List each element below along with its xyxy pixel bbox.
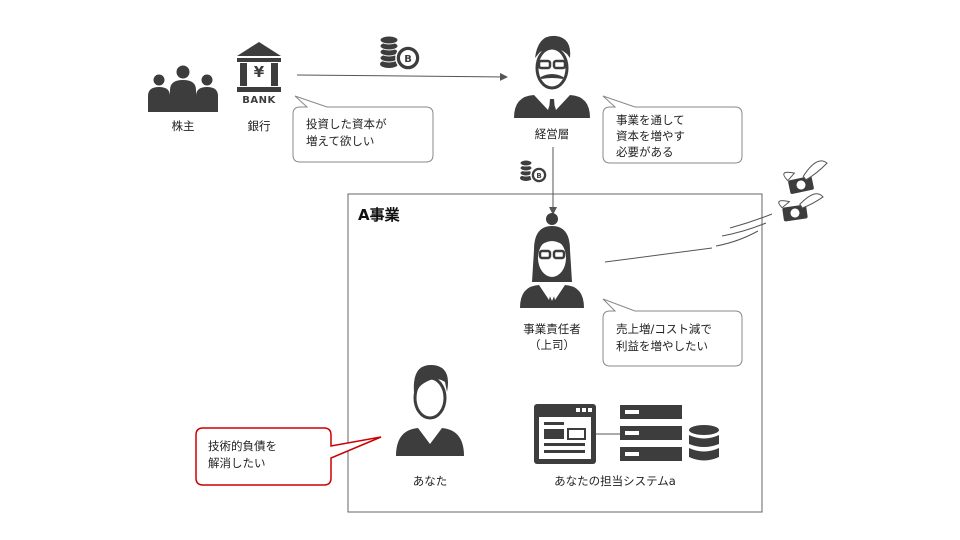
management-speech-bubble <box>602 95 743 164</box>
manager-man-icon <box>514 35 590 118</box>
management-label: 経営層 <box>534 127 570 141</box>
people-group-icon <box>148 65 218 112</box>
bank-icon <box>237 42 281 92</box>
bank-label: 銀行 <box>247 119 271 133</box>
lead-bubble-line-2: 利益を増やしたい <box>616 339 708 353</box>
bank-bubble-line-1: 投資した資本が <box>306 117 387 131</box>
bank-bubble-line-2: 増えて欲しい <box>306 134 375 148</box>
management-bubble-line-3: 必要がある <box>616 145 674 159</box>
lead-bubble-line-1: 売上増/コスト減で <box>616 322 712 336</box>
svg-text:B: B <box>404 54 412 65</box>
server-icon <box>620 405 682 461</box>
business-lead-label: 事業責任者 <box>523 322 581 336</box>
lead-speech-bubble <box>602 298 743 367</box>
manager-woman-icon <box>520 213 584 308</box>
business-a-title: A事業 <box>358 206 400 224</box>
bank-speech-bubble <box>292 95 434 163</box>
management-bubble-line-2: 資本を増やす <box>616 129 685 143</box>
flying-money-icon <box>715 160 828 247</box>
business-lead-sub-label: （上司） <box>529 338 575 352</box>
lead-to-money-line <box>604 247 713 263</box>
you-label: あなた <box>412 474 448 488</box>
you-bubble-line-1: 技術的負債を <box>208 439 277 453</box>
your-system-label: あなたの担当システムa <box>554 474 676 488</box>
bank-sign-text: BANK <box>242 95 276 106</box>
bank-to-management-arrow <box>296 72 508 81</box>
shareholders-label: 株主 <box>171 119 195 133</box>
you-speech-bubble <box>195 427 382 486</box>
yen-symbol: ¥ <box>253 63 265 81</box>
svg-text:B: B <box>536 172 541 180</box>
coins-icon: B <box>519 159 548 184</box>
browser-window-icon <box>534 404 596 464</box>
business-a-frame <box>347 193 763 513</box>
coins-icon: B <box>379 35 421 71</box>
database-icon <box>689 425 719 461</box>
you-bubble-line-2: 解消したい <box>208 456 266 470</box>
management-bubble-line-1: 事業を通して <box>616 113 685 127</box>
person-icon <box>396 364 464 456</box>
